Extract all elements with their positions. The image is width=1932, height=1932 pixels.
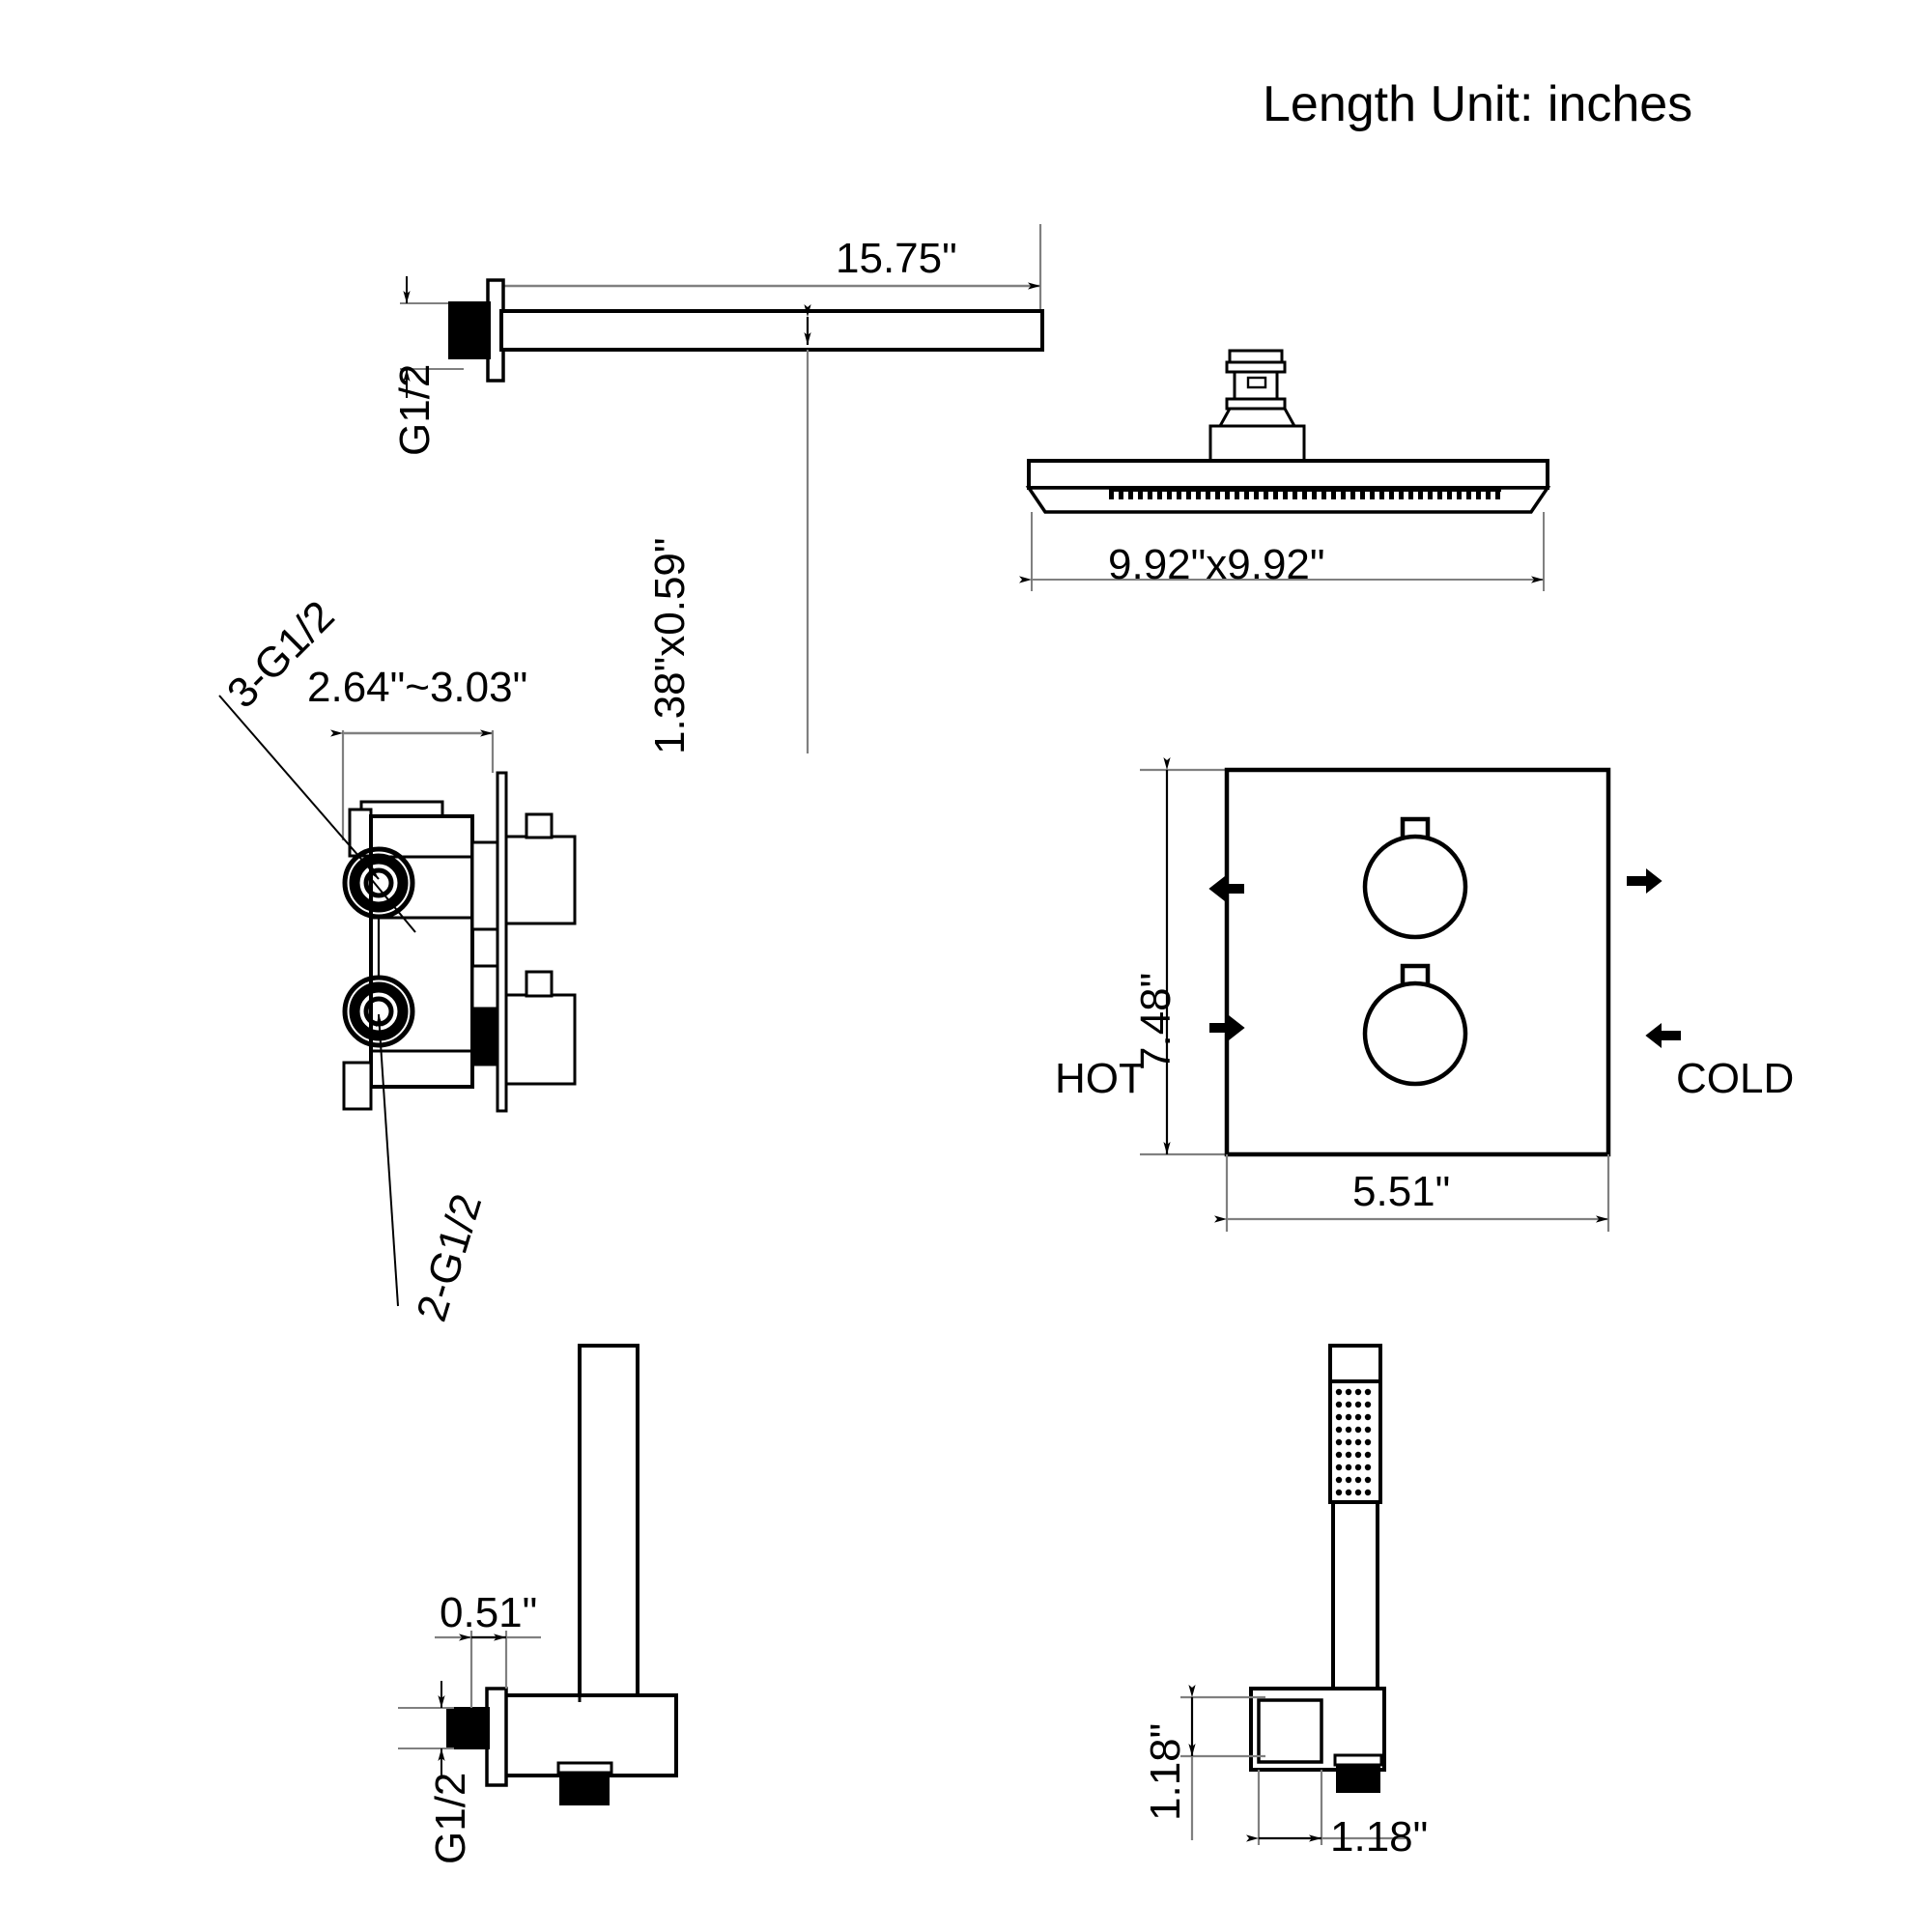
view-handheld-holder-front	[398, 1344, 678, 1805]
dim-holder-height-label: 1.18"	[1142, 1722, 1189, 1821]
dim-shower-head-face	[1019, 512, 1545, 591]
cold-label: COLD	[1676, 1055, 1795, 1102]
wand-handle	[1331, 1500, 1379, 1697]
rain-shower-head	[1025, 459, 1551, 514]
dim-holder-height	[1180, 1685, 1265, 1840]
wand-holder-outlet-thread	[1333, 1753, 1383, 1793]
dim-holder-flange-depth-label: 0.51"	[440, 1589, 538, 1636]
diverter-knob[interactable]	[1362, 963, 1468, 1087]
dim-arm-length	[487, 224, 1042, 379]
leader-valve-lower-ports	[376, 1013, 399, 1307]
arrow-upper-right-icon	[1627, 867, 1662, 895]
dim-valve-depth-range-label: 2.64"~3.03"	[307, 664, 528, 711]
view-shower-arm	[400, 224, 1551, 753]
arrow-lower-right-icon	[1645, 1022, 1681, 1049]
dim-holder-flange-depth	[435, 1631, 541, 1708]
sheet-title: Length Unit: inches	[1263, 76, 1693, 132]
supply-outlet-thread	[556, 1761, 613, 1805]
hot-label: HOT	[1055, 1055, 1145, 1102]
dim-plate-width	[1214, 1154, 1610, 1232]
dim-arm-length-label: 15.75"	[836, 235, 957, 282]
holder-post	[578, 1344, 639, 1732]
dim-shower-head-face-label: 9.92"x9.92"	[1108, 541, 1325, 588]
wand-spray-nozzles	[1335, 1388, 1372, 1496]
temperature-knob[interactable]	[1362, 816, 1468, 940]
dim-holder-inlet-thread-label: G1/2	[427, 1772, 474, 1864]
shower-arm-body	[448, 278, 1044, 383]
view-handheld-wand	[1180, 1344, 1406, 1845]
dim-arm-cross-section-label: 1.38"x0.59"	[646, 537, 694, 754]
arrow-upper-left-icon	[1208, 875, 1244, 902]
view-valve-body	[218, 695, 577, 1307]
supply-inlet-thread	[446, 1707, 490, 1749]
dim-plate-height	[1140, 757, 1227, 1156]
dim-valve-depth-range	[330, 729, 495, 840]
shower-head-nozzles	[1109, 488, 1501, 499]
leader-valve-upper-ports	[218, 695, 380, 880]
dim-holder-width-label: 1.18"	[1330, 1813, 1429, 1861]
shower-head-swivel-joint	[1208, 349, 1306, 463]
dim-holder-inlet-thread	[398, 1681, 454, 1777]
view-trim-plate	[1140, 757, 1681, 1232]
dim-plate-width-label: 5.51"	[1352, 1168, 1451, 1215]
arrow-lower-left-icon	[1209, 1014, 1245, 1041]
dim-arm-inlet-thread-label: G1/2	[391, 363, 439, 456]
dim-holder-width	[1246, 1770, 1406, 1845]
